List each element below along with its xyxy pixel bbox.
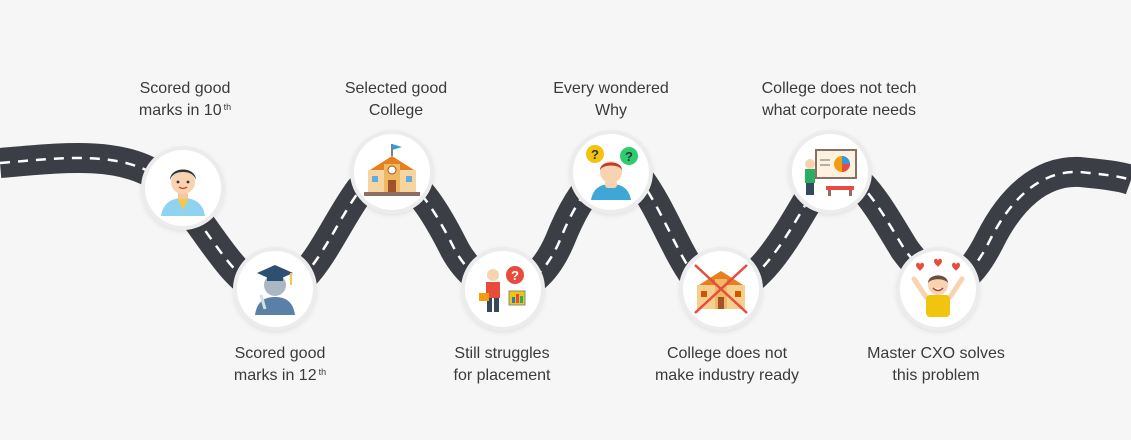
step-8-line1: Master CXO solves xyxy=(867,345,1005,362)
step-7-line1: College does not tech xyxy=(761,80,917,97)
step-node-1 xyxy=(145,150,221,226)
svg-text:?: ? xyxy=(625,149,633,164)
svg-text:?: ? xyxy=(511,268,519,283)
step-2-line2: marks in 12 xyxy=(233,367,317,384)
step-5-line2: Why xyxy=(595,102,627,119)
step-node-8 xyxy=(900,251,976,327)
step-node-3 xyxy=(354,134,430,210)
step-1-superscript: th xyxy=(223,102,232,112)
step-7-line2: what corporate needs xyxy=(762,102,916,119)
happy-person-icon xyxy=(911,258,965,317)
step-4-line2: for placement xyxy=(453,367,551,384)
step-caption-3: Selected good College xyxy=(286,78,506,122)
school-building-icon xyxy=(364,144,420,196)
confused-person-icon: ? xyxy=(479,266,526,312)
step-2-line1: Scored good xyxy=(234,345,326,362)
step-caption-7: College does not tech what corporate nee… xyxy=(729,78,949,122)
crossed-college-icon xyxy=(694,264,748,314)
step-3-line1: Selected good xyxy=(344,80,448,97)
step-node-2 xyxy=(237,251,313,327)
step-caption-4: Still struggles for placement xyxy=(392,343,612,387)
step-2-superscript: th xyxy=(318,367,327,377)
step-node-4: ? xyxy=(465,251,541,327)
graduate-cap-icon xyxy=(255,265,295,315)
step-6-line1: College does not xyxy=(666,345,788,362)
graduate-boy-icon xyxy=(161,169,205,216)
step-1-line2: marks in 10 xyxy=(138,102,222,119)
teacher-presentation-icon xyxy=(805,149,857,196)
step-caption-5: Every wondered Why xyxy=(501,78,721,122)
step-3-line2: College xyxy=(368,102,424,119)
step-node-5: ? ? xyxy=(573,134,649,210)
thinking-person-icon: ? ? xyxy=(586,145,638,200)
step-1-line1: Scored good xyxy=(139,80,231,97)
step-6-line2: make industry ready xyxy=(654,367,800,384)
step-8-line2: this problem xyxy=(892,367,980,384)
step-caption-8: Master CXO solves this problem xyxy=(826,343,1046,387)
step-4-line1: Still struggles xyxy=(454,345,550,362)
step-5-line1: Every wondered xyxy=(553,80,669,97)
step-caption-6: College does not make industry ready xyxy=(617,343,837,387)
svg-text:?: ? xyxy=(591,147,599,162)
step-node-6 xyxy=(683,251,759,327)
step-node-7 xyxy=(792,134,868,210)
